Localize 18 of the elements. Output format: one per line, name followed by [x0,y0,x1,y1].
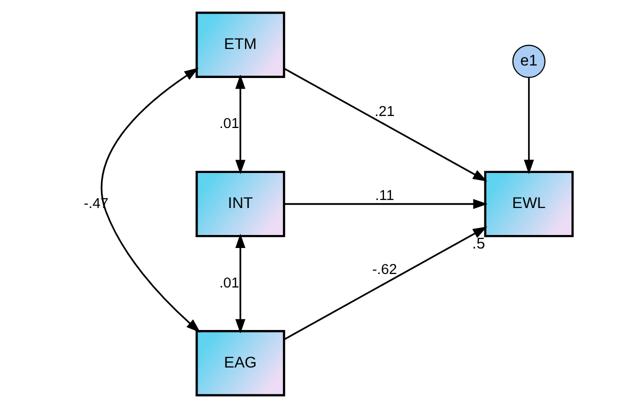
edge-label: .01 [219,116,240,132]
arrow [284,198,488,210]
arrow [284,226,488,340]
node-box: EAG [196,330,286,396]
arrow [524,78,534,174]
node-box: ETM [196,12,286,78]
node-box: EWL [484,170,574,238]
edge-label: .21 [374,104,395,120]
arrow [235,234,246,334]
arrow [284,68,488,182]
edge-label: .01 [219,275,240,292]
node-circle: e1 [512,44,546,78]
edge-label: -.62 [372,262,398,278]
arrow [235,74,246,174]
node-box: INT [196,170,286,238]
edge-label: .11 [375,188,394,204]
node-label: .5 [472,235,486,252]
arrow [100,68,201,333]
